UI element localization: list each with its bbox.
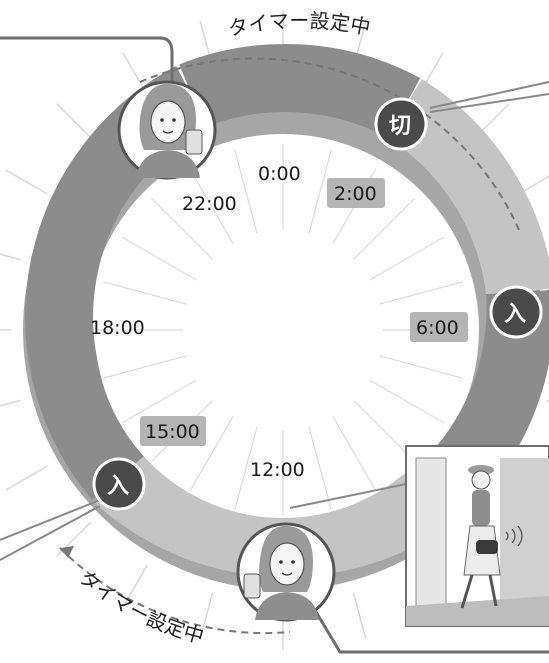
outer-spoke [353,593,365,639]
badge-on-left: 入 [94,459,144,509]
outer-spoke [57,104,91,138]
hour-label-0: 0:00 [258,163,301,185]
svg-text:入: 入 [107,474,129,499]
svg-text:切: 切 [389,114,411,139]
arrow-icon [60,546,74,558]
woman-phone-portrait-top [119,82,215,178]
hour-label-2: 2:00 [334,183,377,205]
hour-label-12: 12:00 [250,459,305,481]
outer-spoke [6,466,48,490]
callout-line-on-left [0,500,100,560]
outer-spoke [0,400,20,412]
outer-spoke [0,247,20,259]
timer-label-top: タイマー設定中 [226,8,372,40]
ring-segment-timer-night [192,78,404,108]
badge-on-right: 入 [491,287,541,337]
woman-phone-portrait-bottom [238,524,334,620]
svg-text:入: 入 [504,302,526,327]
outer-spoke [6,170,48,194]
woman-leaving-door-scene [406,446,549,626]
hour-label-18: 18:00 [90,317,145,339]
hour-label-22: 22:00 [182,193,237,215]
hour-label-6: 6:00 [416,317,459,339]
badge-off: 切 [376,99,426,149]
hour-label-15: 15:00 [145,421,200,443]
